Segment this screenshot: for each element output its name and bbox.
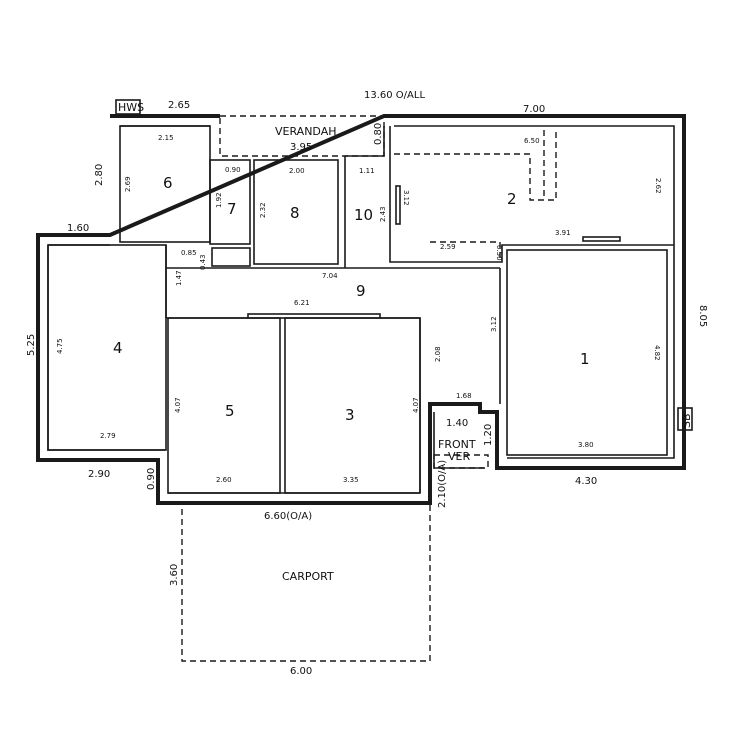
dim-2-62: 2.62 [654, 178, 662, 194]
room-10-walls [344, 126, 674, 268]
dim-4-82: 4.82 [653, 345, 661, 361]
dim-2-80: 2.80 [94, 164, 105, 186]
dim-1-68: 1.68 [456, 392, 472, 400]
dim-3-60: 3.60 [169, 564, 180, 586]
room-10-number: 10 [354, 206, 373, 224]
dim-2-65: 2.65 [168, 100, 190, 111]
dim-6-50: 6.50 [524, 137, 540, 145]
ver-label: VER [448, 450, 470, 463]
dim-4-75: 4.75 [56, 338, 64, 354]
front-verandah-dash [433, 454, 489, 469]
dim-3-35: 3.35 [343, 476, 359, 484]
room-5-walls [167, 317, 281, 494]
hws-box [115, 99, 141, 115]
room-4-walls [47, 244, 167, 451]
overall-dim: 13.60 O/ALL [364, 90, 425, 101]
dim-2-43: 2.43 [379, 206, 387, 222]
dim-5-25: 5.25 [26, 334, 37, 356]
room-7-number: 7 [227, 200, 237, 218]
sb-box [677, 407, 693, 431]
room-2-dashed [394, 130, 557, 201]
dim-0-50: 0.50 [495, 245, 503, 261]
room-6-number: 6 [163, 174, 173, 192]
dim-2-60: 2.60 [216, 476, 232, 484]
dim-1-60: 1.60 [67, 223, 89, 234]
dim-3-91: 3.91 [555, 229, 571, 237]
room-8-walls [253, 159, 339, 265]
dim-2-15: 2.15 [158, 134, 174, 142]
sb-label: SB [680, 413, 693, 428]
dim-4-07-b: 4.07 [412, 397, 420, 413]
room-5-number: 5 [225, 402, 235, 420]
room-8-number: 8 [290, 204, 300, 222]
dim-2-08: 2.08 [434, 346, 442, 362]
hws-label: HWS [118, 101, 144, 114]
sliding-door [582, 236, 621, 242]
wardrobe-line [247, 313, 381, 319]
cupboard-walls [211, 247, 251, 267]
dim-0-90-b: 0.90 [225, 166, 241, 174]
dim-0-90: 0.90 [146, 468, 157, 490]
dim-0-43: 0.43 [199, 254, 207, 270]
outer-wall [36, 114, 686, 505]
room-7-walls [209, 159, 251, 245]
dim-3-95: 3.95 [290, 142, 312, 153]
dim-0-85: 0.85 [181, 249, 197, 257]
dim-3-12-a: 3.12 [402, 190, 410, 206]
dim-6-00: 6.00 [290, 666, 312, 677]
room-4-number: 4 [113, 339, 123, 357]
dim-2-59: 2.59 [440, 243, 456, 251]
room-2-number: 2 [507, 190, 517, 208]
carport-label: CARPORT [282, 570, 334, 583]
dim-1-92: 1.92 [215, 192, 223, 208]
dim-1-47: 1.47 [175, 270, 183, 286]
dim-1-11: 1.11 [359, 167, 375, 175]
dim-3-80: 3.80 [578, 441, 594, 449]
dim-7-00: 7.00 [523, 104, 545, 115]
room-9-number: 9 [356, 282, 366, 300]
dim-8-05: 8.05 [697, 305, 708, 327]
dim-0-80: 0.80 [373, 123, 384, 145]
room-2-dashed-c [430, 241, 501, 262]
carport-outline [181, 502, 431, 662]
door-10 [395, 185, 401, 225]
dim-6-21: 6.21 [294, 299, 310, 307]
dim-2-00: 2.00 [289, 167, 305, 175]
dim-1-40: 1.40 [446, 418, 468, 429]
dim-2-90: 2.90 [88, 469, 110, 480]
dim-1-20: 1.20 [483, 424, 494, 446]
dim-2-32: 2.32 [259, 202, 267, 218]
dim-2-79: 2.79 [100, 432, 116, 440]
dim-4-07-a: 4.07 [174, 397, 182, 413]
verandah-label: VERANDAH [275, 125, 337, 138]
inner-wall-lines [47, 125, 675, 494]
hallway-9-walls [165, 245, 501, 404]
dim-2-10: 2.10(O/A) [437, 460, 448, 508]
room-1-walls [506, 249, 668, 456]
room-3-number: 3 [345, 406, 355, 424]
front-label: FRONT [438, 438, 476, 451]
dim-7-04: 7.04 [322, 272, 338, 280]
dim-6-60: 6.60(O/A) [264, 511, 312, 522]
dim-2-69: 2.69 [124, 176, 132, 192]
dim-4-30: 4.30 [575, 476, 597, 487]
room-1-number: 1 [580, 350, 590, 368]
dim-3-12-b: 3.12 [490, 316, 498, 332]
